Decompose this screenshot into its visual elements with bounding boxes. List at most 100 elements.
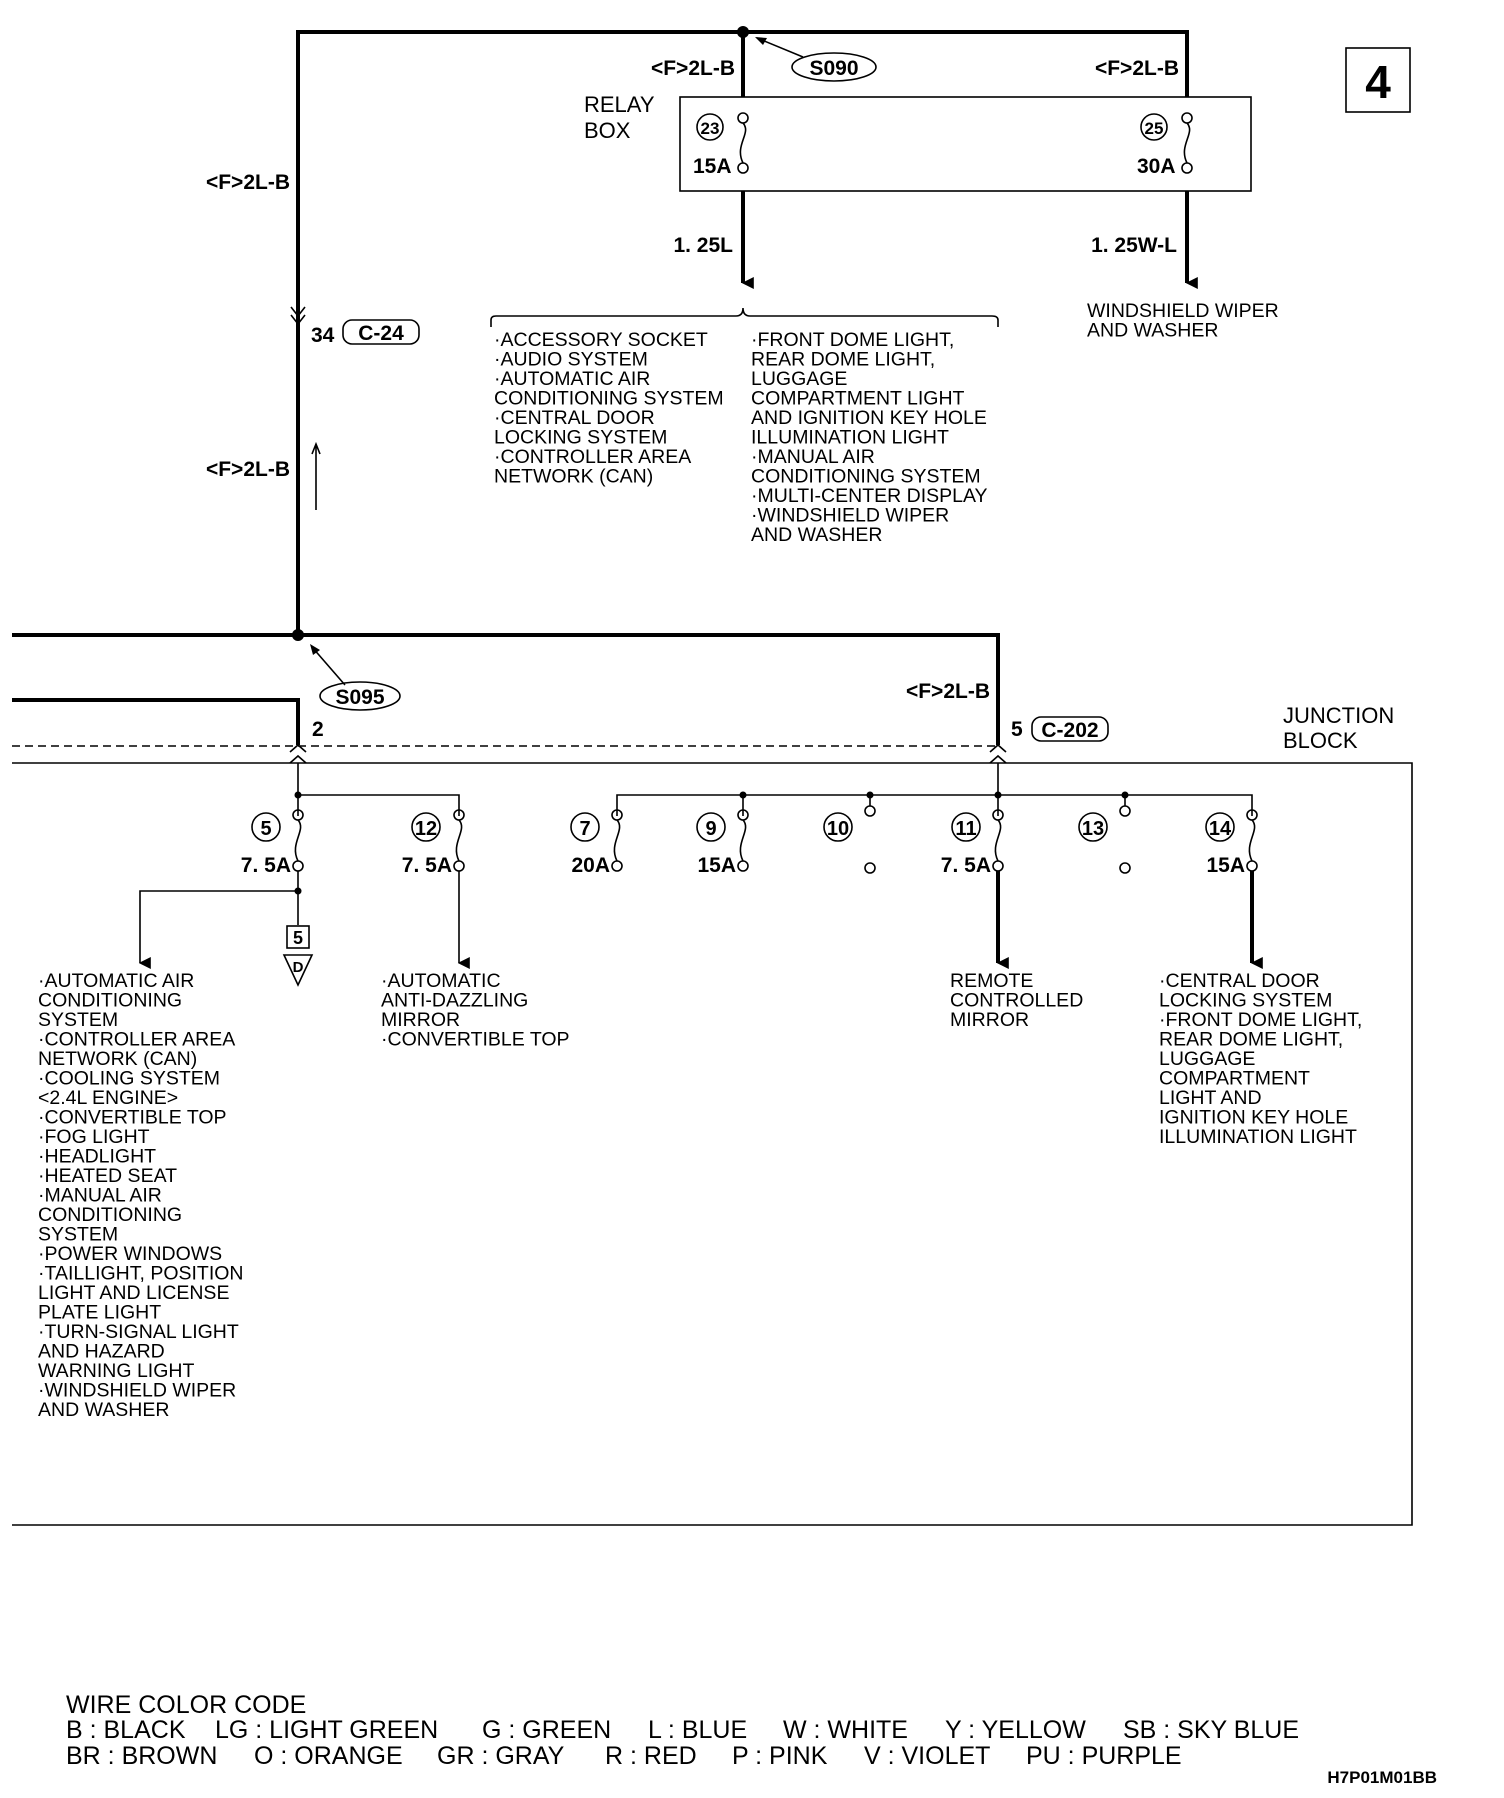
- fuse-12: 12 7. 5A: [402, 809, 465, 877]
- fuse-7: 7 20A: [570, 809, 623, 877]
- fuse-13-number: 13: [1082, 818, 1104, 840]
- fuse-12-number-circle: [411, 812, 441, 842]
- connector-d-triangle: [282, 954, 314, 987]
- jb-node-5: [1121, 791, 1129, 799]
- fuse-11-number: 11: [955, 818, 976, 840]
- splice-pointer-s095-head: [310, 644, 320, 655]
- fuse-5-number: 5: [260, 818, 271, 840]
- fuse12-list: ·AUTOMATIC ANTI-DAZZLING MIRROR ·CONVERT…: [381, 970, 570, 1051]
- connector-5-box: [286, 925, 310, 949]
- fuse-9-rating: 15A: [697, 854, 736, 877]
- jb-bus-left: [297, 763, 460, 816]
- wire-label-top-mid: <F>2L-B: [651, 57, 735, 80]
- fuse-13-bottom: [1119, 862, 1131, 874]
- fuse-11-link: [994, 819, 1002, 862]
- fuse-25-link: [1183, 122, 1191, 164]
- fuse5-list: ·AUTOMATIC AIR CONDITIONING SYSTEM ·CONT…: [38, 970, 249, 1421]
- jb-node-1: [294, 791, 302, 799]
- fuse-7-number-circle: [570, 812, 600, 842]
- splice-oval-s090: [791, 52, 877, 82]
- fuse-10: 10: [823, 805, 876, 874]
- fuse-23-number: 23: [701, 119, 720, 138]
- fuse-23-top: [737, 112, 749, 124]
- fuse-7-rating: 20A: [571, 854, 610, 877]
- jb-node-4: [994, 791, 1002, 799]
- fuse-25-bottom: [1181, 162, 1193, 174]
- fuse-25-rating: 30A: [1137, 155, 1176, 178]
- fuse-7-bottom: [611, 860, 623, 872]
- wire-fuse5-out: [138, 871, 299, 969]
- connector-c202-pin: 5: [1011, 718, 1023, 741]
- relay-box-label-1: RELAY: [584, 92, 655, 117]
- fuse-14-link: [1248, 819, 1256, 862]
- fuse-12-link: [455, 819, 463, 862]
- splice-label-s090: S090: [809, 57, 858, 80]
- splice-label-s095: S095: [335, 686, 384, 709]
- fuse-9: 9 15A: [696, 809, 749, 877]
- fuse-7-number: 7: [579, 818, 590, 840]
- fuse-25-number-circle: [1140, 113, 1168, 141]
- fuse-9-bottom: [737, 860, 749, 872]
- fuse-14-bottom: [1246, 860, 1258, 872]
- fuse-5-bottom: [292, 860, 304, 872]
- connector-d-label: D: [293, 959, 304, 976]
- relay-list-right: ·FRONT DOME LIGHT, REAR DOME LIGHT, LUGG…: [751, 329, 993, 546]
- fuse-23-rating: 15A: [693, 155, 732, 178]
- fuse-12-rating: 7. 5A: [402, 854, 452, 877]
- wire-label-junction-right: <F>2L-B: [906, 680, 990, 703]
- jb-connector-mark-right: [989, 743, 1007, 764]
- fuse-5: 5 7. 5A: [241, 809, 304, 877]
- splice-point-s095: [292, 629, 304, 641]
- wire-size-1: 1. 25L: [673, 234, 733, 257]
- fuse-14-rating: 15A: [1206, 854, 1245, 877]
- fuse-23-link: [739, 122, 747, 164]
- wire-color-code-title: WIRE COLOR CODE: [66, 1691, 306, 1719]
- fuse-11-bottom: [992, 860, 1004, 872]
- wire-color-code-row2: BR : BROWN O : ORANGE GR : GRAY R : RED …: [66, 1742, 1182, 1770]
- wire-label-left-upper: <F>2L-B: [206, 171, 290, 194]
- fuse14-list: ·CENTRAL DOOR LOCKING SYSTEM ·FRONT DOME…: [1159, 970, 1368, 1148]
- fuse-5-link: [294, 819, 302, 862]
- connector-c202-box: [1031, 716, 1109, 742]
- connector-c202-label: C-202: [1041, 719, 1098, 742]
- fuse-14-number: 14: [1209, 818, 1232, 840]
- fuse-11-number-circle: [951, 812, 981, 842]
- fuse-12-number: 12: [415, 818, 437, 840]
- connector-5-label: 5: [293, 928, 303, 948]
- fuse-23-bottom: [737, 162, 749, 174]
- splice-point-s090: [737, 26, 749, 38]
- wire-bus-horizontal: [12, 633, 1000, 745]
- junction-block-border: [12, 762, 1413, 1526]
- wire-size-2: 1. 25W-L: [1091, 234, 1177, 257]
- connector-c24-label: C-24: [358, 322, 404, 345]
- fuse-10-top: [864, 805, 876, 817]
- junction-block-label-2: BLOCK: [1283, 728, 1358, 753]
- splice-pointer-s095: [311, 646, 346, 686]
- fuse-10-number-circle: [823, 812, 853, 842]
- fuse-5-number-circle: [251, 812, 281, 842]
- fuse-23-number-circle: [696, 113, 724, 141]
- fuse-25-top: [1181, 112, 1193, 124]
- fuse-13-number-circle: [1078, 812, 1108, 842]
- fuse-12-bottom: [453, 860, 465, 872]
- jb-connector-mark-left: [289, 743, 307, 764]
- current-direction-arrow: [311, 441, 321, 510]
- splice-pointer-s090-head: [755, 37, 767, 45]
- fuse-13-top: [1119, 805, 1131, 817]
- fuse-25-number: 25: [1145, 119, 1164, 138]
- wire-color-code-row1: B : BLACK LG : LIGHT GREEN G : GREEN L :…: [66, 1716, 1299, 1744]
- junction-block-label-1: JUNCTION: [1283, 703, 1394, 728]
- page-number: 4: [1365, 56, 1391, 108]
- figure-code: H7P01M01BB: [1327, 1768, 1437, 1787]
- fuse11-list: REMOTE CONTROLLED MIRROR: [950, 970, 1089, 1031]
- splice-oval-s095: [319, 681, 401, 711]
- connector-s095-pin: 2: [312, 718, 324, 741]
- wire-label-left-lower: <F>2L-B: [206, 458, 290, 481]
- fuse-9-link: [739, 819, 747, 862]
- fuse-14-number-circle: [1205, 812, 1235, 842]
- page-number-box: [1345, 47, 1411, 113]
- fuse-11: 11 7. 5A: [941, 809, 1004, 877]
- wire-main-vertical: [296, 30, 1189, 633]
- fuse-7-link: [613, 819, 621, 862]
